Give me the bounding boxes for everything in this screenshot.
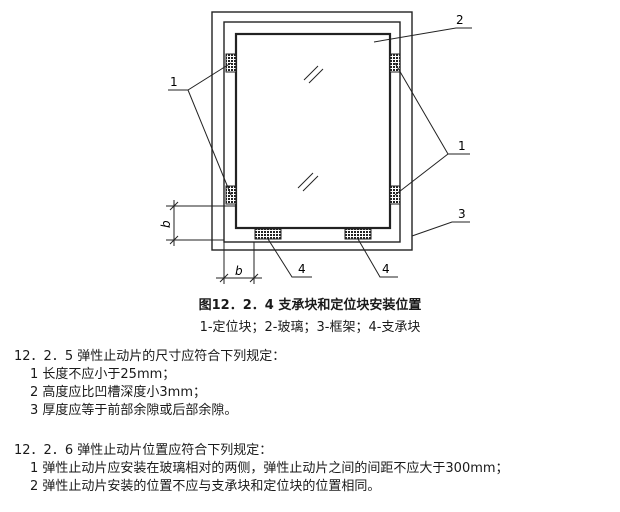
clause-item: 3 厚度应等于前部余隙或后部余隙。: [30, 403, 238, 418]
leader-setting-right-2: [394, 153, 449, 196]
label-setting-right: 1: [458, 139, 466, 153]
clause-item: 1 弹性止动片应安装在玻璃相对的两侧，弹性止动片之间的间距不应大于300mm；: [30, 461, 509, 476]
installation-diagram: 2 1 1 3 4 4 b b: [159, 11, 472, 284]
label-support-right: 4: [382, 262, 390, 276]
support-block-right: [344, 228, 372, 240]
figure-title: 图12．2．4 支承块和定位块安装位置: [198, 298, 422, 313]
clause-item: 1 长度不应小于25mm；: [30, 367, 176, 382]
label-frame: 3: [458, 207, 466, 221]
label-dim-vertical: b: [159, 220, 173, 228]
dimension-horizontal: [216, 242, 262, 284]
frame-inner: [223, 21, 401, 243]
label-glass: 2: [456, 13, 464, 27]
label-support-left: 4: [298, 262, 306, 276]
label-setting-left: 1: [170, 75, 178, 89]
clause-12-2-5: 12．2．5 弹性止动片的尺寸应符合下列规定： 1 长度不应小于25mm； 2 …: [14, 348, 285, 420]
figure-legend: 1-定位块；2-玻璃；3-框架；4-支承块: [199, 320, 421, 335]
leader-support-right: [357, 238, 398, 278]
leader-glass: [373, 27, 472, 43]
frame-outer: [211, 11, 413, 251]
leader-frame: [411, 221, 470, 237]
dimension-vertical: [166, 200, 236, 246]
clause-item: 2 弹性止动片安装的位置不应与支承块和定位块的位置相同。: [30, 479, 381, 494]
clause-heading: 12．2．6 弹性止动片位置应符合下列规定：: [14, 443, 273, 458]
label-dim-horizontal: b: [235, 264, 243, 278]
clause-item: 2 高度应比凹槽深度小3mm；: [30, 385, 207, 400]
support-block-left: [254, 228, 282, 240]
glass-pane: [234, 32, 392, 230]
glass-mark-bottom: [297, 172, 319, 192]
leader-setting-left-2: [187, 89, 232, 196]
leader-support-left: [267, 238, 312, 278]
clause-12-2-6: 12．2．6 弹性止动片位置应符合下列规定： 1 弹性止动片应安装在玻璃相对的两…: [14, 442, 509, 496]
clause-heading: 12．2．5 弹性止动片的尺寸应符合下列规定：: [14, 349, 286, 364]
glass-mark-top: [303, 65, 324, 84]
